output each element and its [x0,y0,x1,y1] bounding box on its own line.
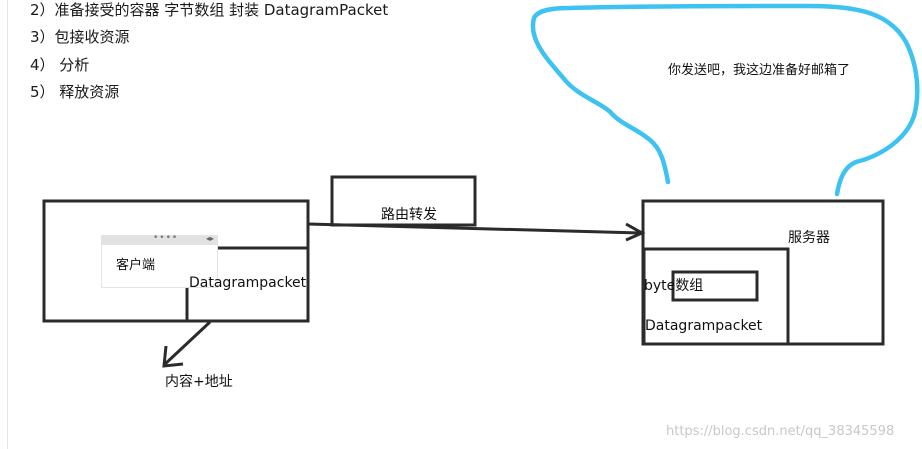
byte-array-box [671,270,759,302]
content-address-label: 内容+地址 [165,374,233,390]
router-box [330,175,477,227]
router-label: 路由转发 [381,207,437,223]
step-item-2: 2）准备接受的容器 字节数组 封装 DatagramPacket [30,1,389,19]
step-item-5: 5） 释放资源 [30,83,120,101]
client-widget-titlebar[interactable]: •••• ◂▸ [102,233,217,245]
client-packet-label: Datagrampacket [189,275,307,291]
client-widget: •••• ◂▸ 客户端 [101,233,218,288]
server-packet-box [642,247,790,346]
speech-bubble-text: 你发送吧，我这边准备好邮箱了 [668,63,851,78]
speech-bubble-outline [530,3,920,197]
content-arrow-line [162,320,212,367]
content-arrowhead [162,345,184,368]
server-label: 服务器 [788,230,830,246]
watermark: https://blog.csdn.net/qq_38345598 [666,424,895,439]
step-item-3: 3）包接收资源 [30,28,130,46]
send-arrowhead [625,222,646,242]
resize-arrows-icon[interactable]: ◂▸ [205,234,214,243]
drag-handle-icon[interactable]: •••• [153,233,179,243]
byte-array-label: byte数组 [644,278,704,294]
step-item-4: 4） 分析 [30,56,90,74]
server-packet-label: Datagrampacket [645,318,763,334]
send-arrow-line [307,222,641,235]
left-margin-rule [7,0,8,449]
client-label: 客户端 [116,258,156,273]
